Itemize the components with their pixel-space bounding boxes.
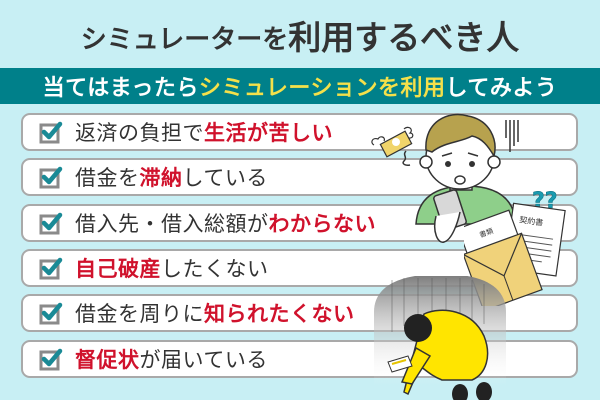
checklist-text: 借入先・借入総額がわからない: [75, 212, 376, 236]
checkbox-checked-icon: [39, 257, 63, 280]
checkbox-checked-icon: [39, 302, 63, 325]
title-part-1: シミュレーターを: [80, 25, 289, 55]
contract-label: 契約書: [519, 214, 544, 227]
flying-money-icon: [371, 126, 414, 166]
checklist-text: 借金を周りに知られたくない: [75, 302, 355, 326]
checkbox-checked-icon: [39, 121, 63, 144]
checklist-text: 返済の負担で生活が苦しい: [75, 121, 333, 145]
title-part-2: 利用するべき人: [288, 18, 520, 57]
worried-man-illustration: [415, 113, 519, 243]
subtitle-band: 当てはまったら シミュレーションを利用 してみよう: [0, 68, 600, 104]
checklist-text: 自己破産したくない: [75, 257, 269, 281]
checkbox-checked-icon: [39, 348, 63, 371]
page-title: シミュレーターを 利用するべき人: [0, 14, 600, 60]
subtitle-part-1: 当てはまったら: [42, 76, 199, 101]
checkbox-checked-icon: [39, 212, 63, 235]
subtitle-highlight: シミュレーションを利用: [198, 76, 446, 101]
checklist-text: 督促状が届いている: [75, 348, 268, 372]
despair-man-illustration: [374, 276, 506, 400]
subtitle-part-2: してみよう: [445, 76, 558, 101]
checkbox-checked-icon: [39, 166, 63, 189]
checklist-text: 借金を滞納している: [75, 166, 268, 190]
